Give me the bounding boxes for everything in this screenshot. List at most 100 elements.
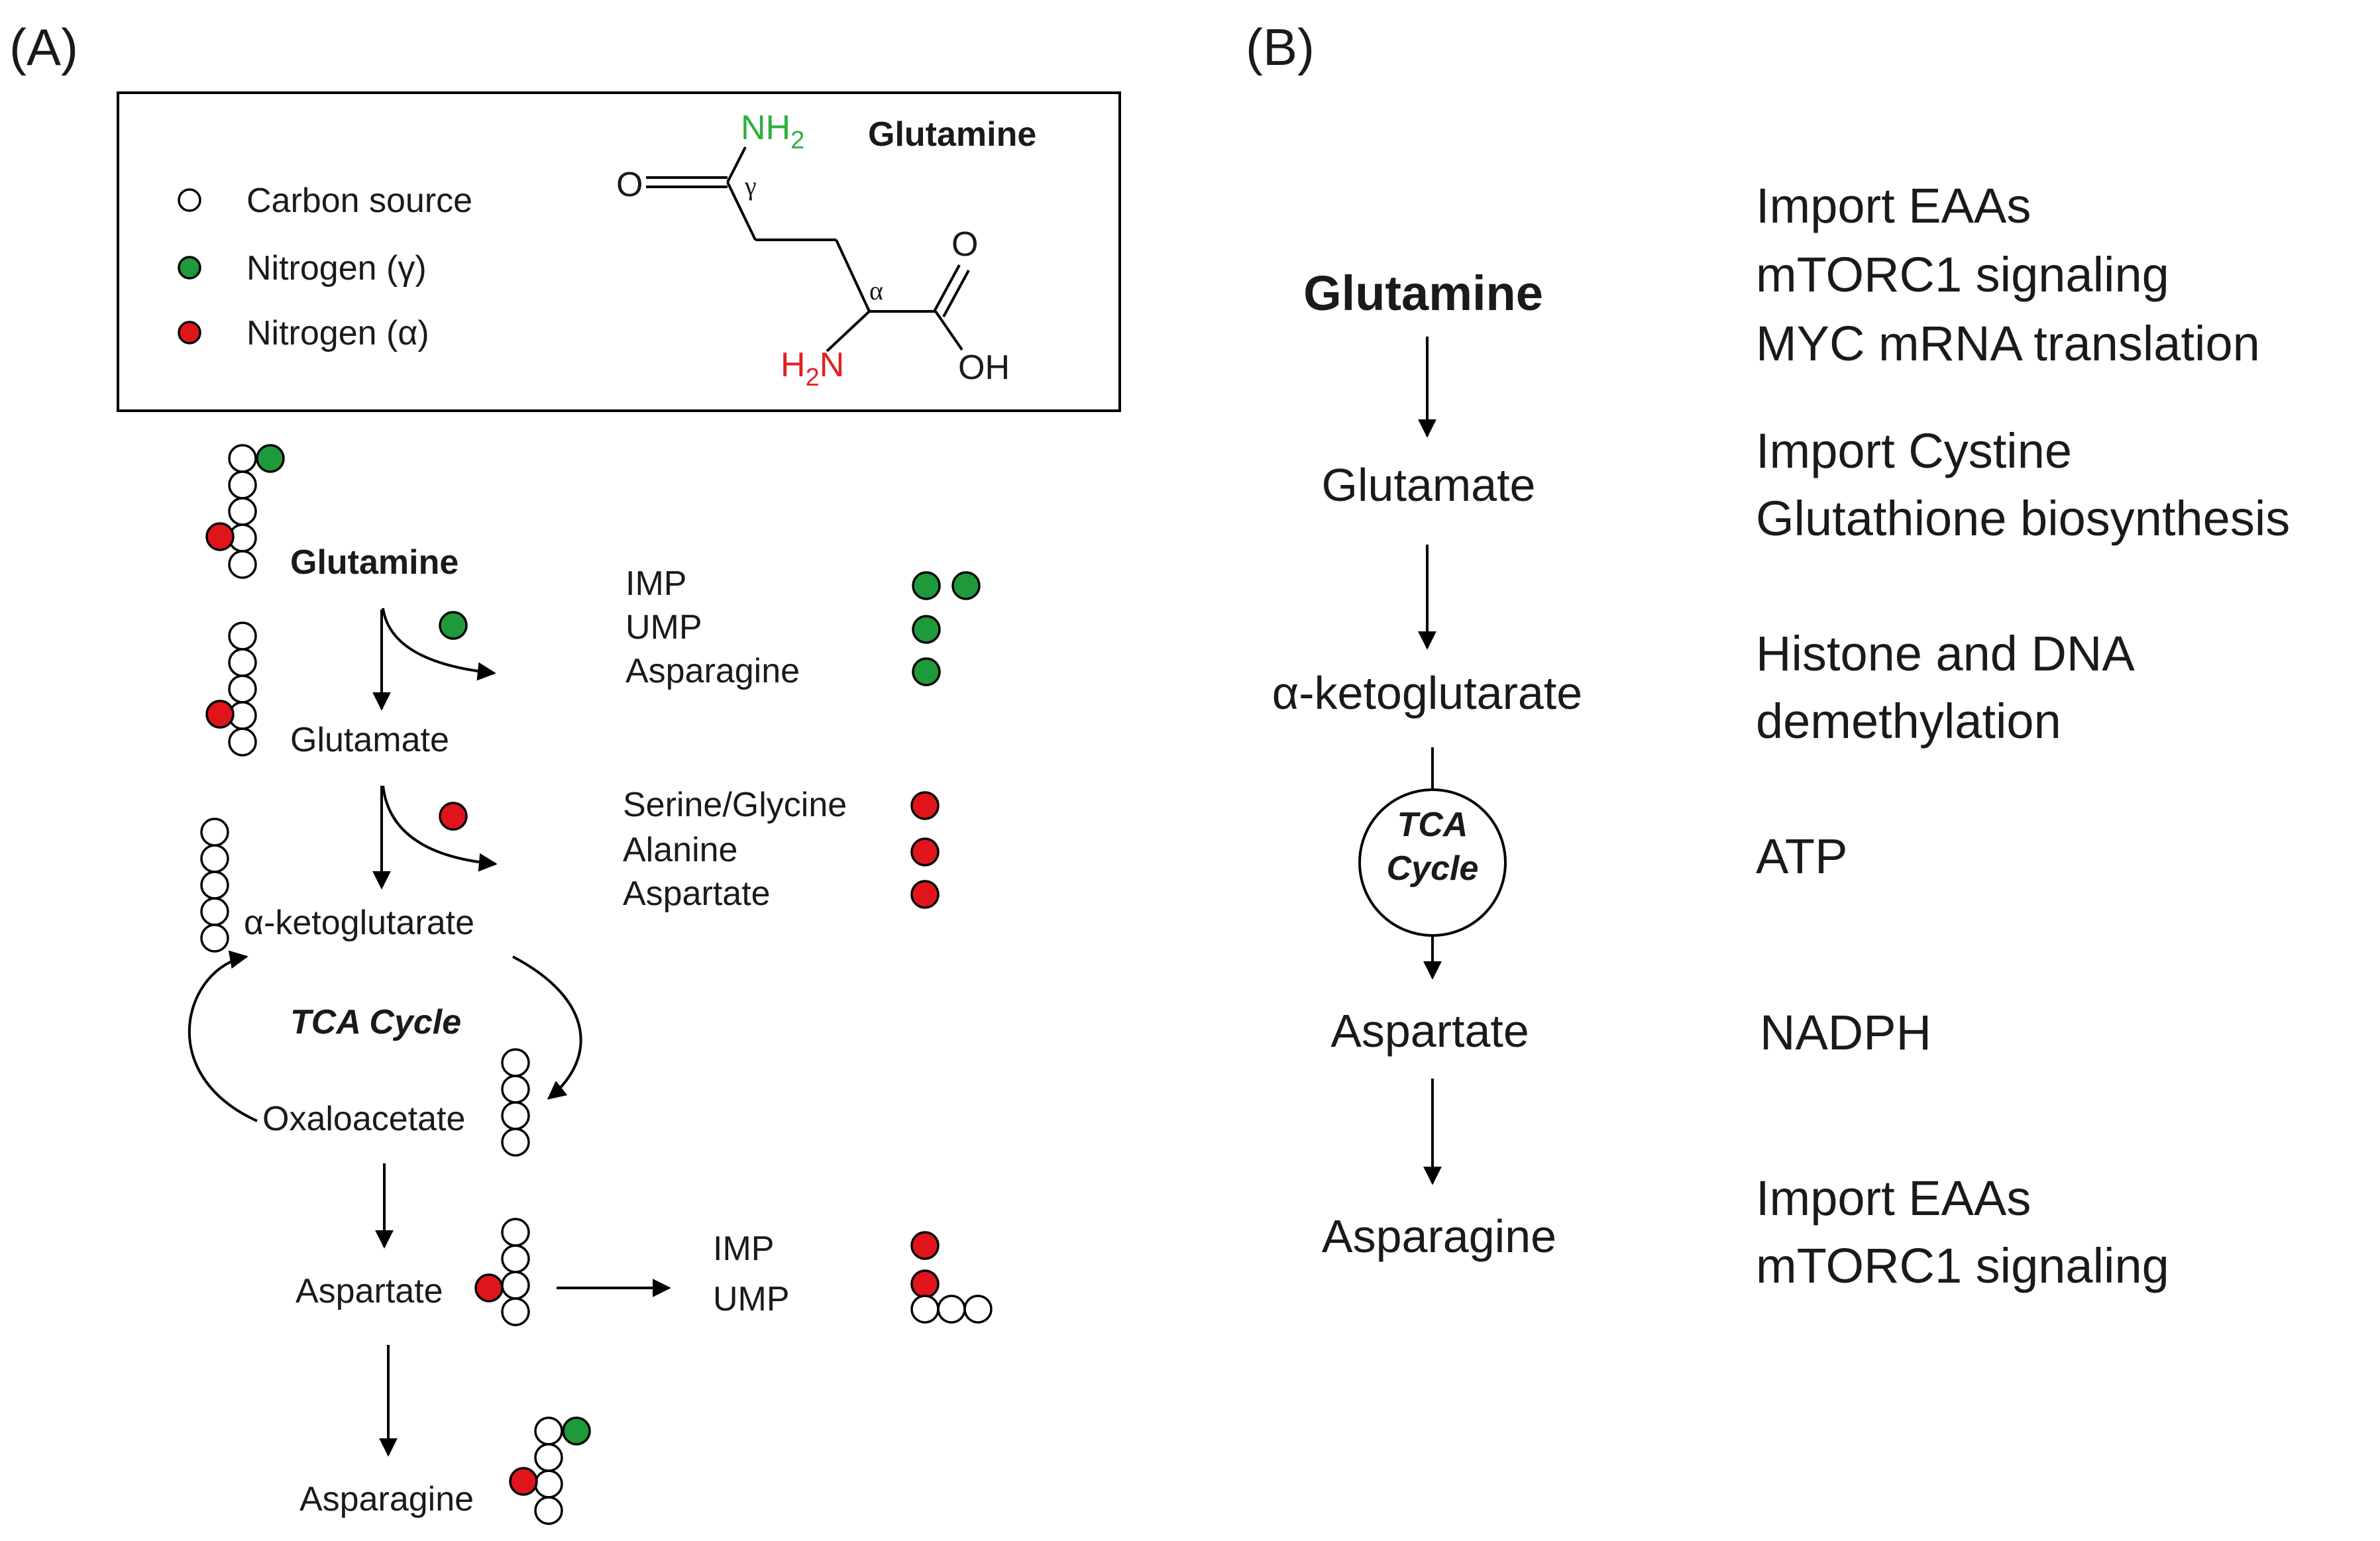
nitrogen-gamma-dot bbox=[562, 1416, 591, 1446]
carbon-dot bbox=[501, 1218, 530, 1247]
carbon-dot bbox=[963, 1295, 993, 1324]
atom-dots bbox=[200, 444, 993, 1525]
carbon-dot bbox=[228, 674, 257, 704]
arrow-tca-to-oaa bbox=[512, 955, 582, 1100]
carbon-dot bbox=[200, 844, 229, 873]
carbon-source-icon bbox=[178, 188, 201, 212]
legend-item-nitrogen-gamma: Nitrogen (γ) bbox=[246, 249, 427, 288]
asparagine-atoms bbox=[509, 1416, 591, 1525]
alpha-product: Aspartate bbox=[623, 875, 771, 913]
function-asparagine: mTORC1 signaling bbox=[1756, 1238, 2169, 1293]
function-akg: demethylation bbox=[1756, 694, 2061, 749]
carbon-dot bbox=[501, 1048, 530, 1077]
glutamate-atoms bbox=[205, 621, 257, 757]
bond-c-h2n bbox=[826, 310, 871, 352]
carbon-dot bbox=[501, 1128, 530, 1157]
gamma-product: IMP bbox=[625, 564, 686, 603]
carbon-dot bbox=[501, 1271, 530, 1300]
function-glutamine: Import EAAs bbox=[1756, 178, 2031, 233]
carboxyl-oxygen-label: O bbox=[951, 225, 978, 264]
alpha-product: Alanine bbox=[623, 831, 737, 869]
function-aspartate: NADPH bbox=[1760, 1005, 1931, 1060]
glutamine-atoms bbox=[205, 444, 285, 579]
aspartate-product: UMP bbox=[713, 1280, 790, 1318]
pathway-aspartate-label: Aspartate bbox=[296, 1272, 443, 1310]
carbon-dot bbox=[228, 550, 257, 579]
function-glutamine: mTORC1 signaling bbox=[1756, 247, 2169, 302]
gamma-product-dots bbox=[912, 571, 981, 686]
nitrogen-alpha-dot bbox=[910, 880, 940, 909]
tca-label-line1: TCA bbox=[1397, 806, 1468, 844]
aspartate-product-dots bbox=[910, 1231, 993, 1324]
nitrogen-gamma-dot bbox=[951, 571, 981, 600]
panel-a-label: (A) bbox=[9, 18, 78, 76]
nitrogen-gamma-icon bbox=[178, 256, 201, 280]
aspartate-product-list: IMP UMP bbox=[713, 1230, 790, 1318]
carbon-dot bbox=[937, 1295, 966, 1324]
pathway-asparagine-label: Asparagine bbox=[299, 1480, 474, 1518]
aspartate-atoms bbox=[474, 1218, 530, 1326]
carbon-dot bbox=[200, 924, 229, 953]
nitrogen-alpha-dot bbox=[205, 522, 235, 551]
carbon-dot bbox=[228, 470, 257, 500]
alpha-product-dots bbox=[910, 791, 940, 909]
carbon-dot bbox=[501, 1075, 530, 1104]
pathway-oxaloacetate-label: Oxaloacetate bbox=[262, 1100, 465, 1138]
function-glutamate: Glutathione biosynthesis bbox=[1756, 491, 2290, 546]
legend-list: Carbon source Nitrogen (γ) Nitrogen (α) bbox=[178, 182, 472, 352]
node-asparagine: Asparagine bbox=[1322, 1210, 1556, 1262]
carbon-dot bbox=[501, 1244, 530, 1273]
panel-b-functions: Import EAAs mTORC1 signaling MYC mRNA tr… bbox=[1756, 178, 2290, 1293]
glutamine-structure: Glutamine NH2 O O OH H2N γ α bbox=[616, 109, 1036, 392]
node-aspartate: Aspartate bbox=[1330, 1005, 1529, 1057]
tca-cycle-node: TCA Cycle bbox=[1358, 788, 1507, 937]
gamma-amine-label: NH2 bbox=[741, 109, 804, 154]
pathway-glutamate-label: Glutamate bbox=[290, 721, 449, 759]
nitrogen-alpha-dot bbox=[910, 1269, 940, 1299]
panel-b-nodes: Glutamine Glutamate α-ketoglutarate Aspa… bbox=[1272, 266, 1583, 1262]
gamma-symbol: γ bbox=[744, 171, 757, 201]
nitrogen-alpha-dot bbox=[910, 791, 940, 820]
function-tca: ATP bbox=[1756, 829, 1847, 884]
function-glutamate: Import Cystine bbox=[1756, 423, 2072, 478]
carbon-dot bbox=[501, 1101, 530, 1130]
carbon-dot bbox=[200, 871, 229, 900]
carbon-dot bbox=[228, 621, 257, 651]
carbon-dot bbox=[228, 727, 257, 757]
bond-carboxyl-o1 bbox=[933, 264, 961, 312]
gamma-product: UMP bbox=[625, 608, 702, 647]
gamma-product-list: IMP UMP Asparagine bbox=[625, 564, 800, 690]
bond-carboxyl-o2 bbox=[942, 270, 970, 317]
carbon-dot bbox=[228, 648, 257, 677]
carbon-dot bbox=[910, 1295, 940, 1324]
panel-b-arrows bbox=[1418, 337, 1442, 1185]
bond-c-nh2 bbox=[726, 146, 747, 183]
node-akg: α-ketoglutarate bbox=[1272, 667, 1583, 719]
alpha-symbol: α bbox=[869, 276, 883, 305]
released-gamma-dot bbox=[439, 611, 468, 640]
alpha-product-list: Serine/Glycine Alanine Aspartate bbox=[623, 786, 847, 913]
carbonyl-oxygen-label: O bbox=[616, 166, 643, 204]
oxaloacetate-atoms bbox=[501, 1048, 530, 1157]
structure-title: Glutamine bbox=[868, 115, 1036, 154]
pathway-glutamine-label: Glutamine bbox=[290, 543, 459, 582]
nitrogen-alpha-dot bbox=[509, 1467, 538, 1496]
panel-a-arrows bbox=[188, 608, 671, 1457]
legend-item-nitrogen-alpha: Nitrogen (α) bbox=[246, 314, 429, 352]
function-asparagine: Import EAAs bbox=[1756, 1171, 2031, 1226]
hydroxyl-label: OH bbox=[958, 348, 1010, 387]
nitrogen-alpha-dot bbox=[205, 700, 235, 729]
alpha-product: Serine/Glycine bbox=[623, 786, 847, 824]
akg-atoms bbox=[200, 818, 229, 953]
carbon-dot bbox=[534, 1416, 563, 1446]
bond-chain-1 bbox=[726, 182, 757, 240]
legend-item-carbon: Carbon source bbox=[246, 182, 472, 220]
bond-carboxyl-oh bbox=[934, 310, 963, 351]
nitrogen-alpha-dot bbox=[910, 837, 940, 867]
aspartate-product: IMP bbox=[713, 1230, 774, 1268]
arrow-oaa-to-akg bbox=[188, 950, 258, 1122]
pathway-tca-label: TCA Cycle bbox=[290, 1003, 461, 1041]
arrow-alpha-release bbox=[382, 785, 498, 872]
node-glutamate: Glutamate bbox=[1322, 459, 1536, 511]
